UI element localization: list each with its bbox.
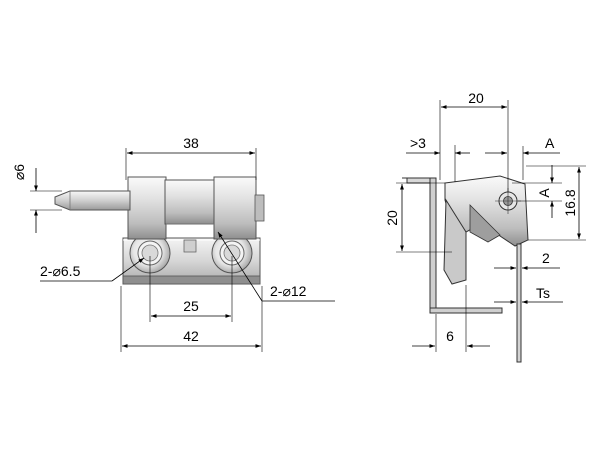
side-bracket	[402, 177, 503, 314]
hinge-knuckles	[127, 176, 265, 240]
side-dimension-20-top-label: 20	[468, 90, 484, 106]
front-view: 38 ⌀6 2-⌀6.5 2-⌀12	[11, 135, 335, 352]
dimension-38: 38	[125, 135, 257, 180]
side-dimension-offset-2: 2	[494, 250, 560, 270]
side-dimension-20-left: 20	[384, 182, 452, 253]
dimension-25: 25	[149, 256, 233, 322]
pin-diameter-label: 6	[11, 164, 27, 172]
dimension-38-label: 38	[183, 135, 199, 151]
side-dimension-a-top: A	[485, 135, 560, 180]
dimension-hole-diameter: 2-⌀6.5	[40, 257, 145, 282]
side-dimension-ts: Ts	[494, 285, 563, 304]
counterbore-diameter-label: 12	[291, 283, 307, 299]
side-dimension-16-8-label: 16.8	[562, 189, 578, 216]
side-hinge-body	[443, 175, 529, 285]
side-dimension-a-top-label: A	[545, 135, 555, 151]
side-dimension-6: 6	[412, 285, 490, 352]
side-dimension-6-label: 6	[446, 328, 454, 344]
mounting-hole-left	[129, 232, 171, 274]
dimension-counterbore-diameter: 2-⌀12	[217, 231, 335, 302]
svg-text:⌀6: ⌀6	[11, 164, 27, 180]
dimension-42-label: 42	[183, 328, 199, 344]
counterbore-count-label: 2-	[270, 283, 283, 299]
pin-diameter-symbol: ⌀	[11, 172, 27, 180]
center-notch	[183, 239, 197, 253]
side-dimension-a-side: A	[512, 165, 562, 218]
hole-diameter-symbol: ⌀	[52, 263, 60, 279]
side-dimension-gap: >3	[406, 135, 470, 182]
hinge-pin	[54, 190, 131, 211]
svg-text:2-⌀6.5: 2-⌀6.5	[40, 263, 81, 279]
door-leaf	[516, 243, 522, 363]
side-dimension-16-8: 16.8	[526, 165, 586, 241]
hole-diameter-label: 6.5	[61, 263, 81, 279]
counterbore-diameter-symbol: ⌀	[282, 283, 290, 299]
side-dimension-offset-2-label: 2	[542, 250, 550, 266]
side-dimension-gap-label: >3	[410, 135, 426, 151]
dimension-pin-diameter: ⌀6	[11, 164, 62, 233]
side-dimension-ts-label: Ts	[536, 285, 550, 301]
side-dimension-a-side-label: A	[536, 188, 552, 198]
dimension-42: 42	[120, 286, 263, 352]
svg-text:2-⌀12: 2-⌀12	[270, 283, 307, 299]
side-view: 20 >3 A A 16.8	[384, 90, 586, 363]
hole-count-label: 2-	[40, 263, 53, 279]
side-dimension-20-top: 20	[439, 90, 509, 192]
side-dimension-20-left-label: 20	[384, 210, 400, 226]
dimension-25-label: 25	[183, 298, 199, 314]
